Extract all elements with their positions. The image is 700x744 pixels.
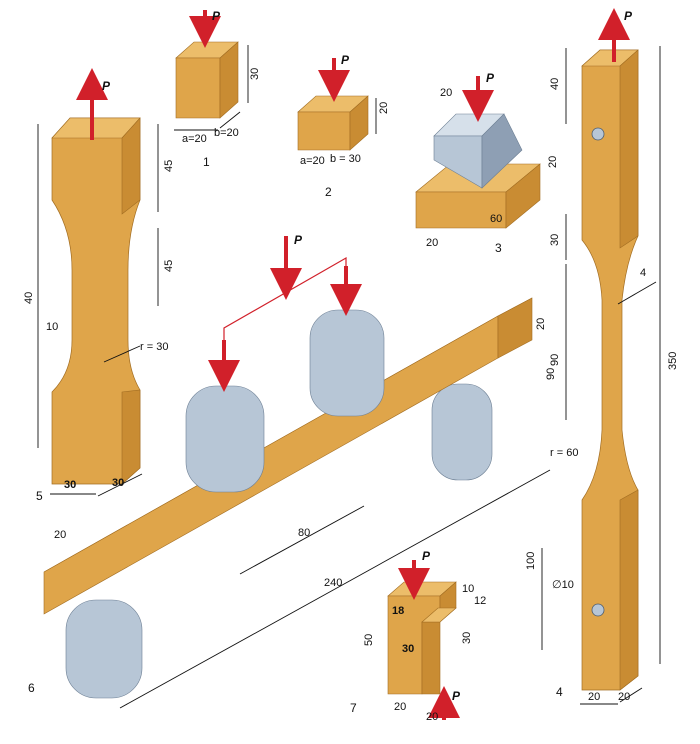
dim-neck: 10 xyxy=(46,321,58,333)
force-label: P xyxy=(341,53,350,67)
pin-hole xyxy=(591,603,605,617)
dim-a: a=20 xyxy=(182,133,207,145)
dim-base-b: 20 xyxy=(426,711,438,723)
dim-thickness: 4 xyxy=(640,267,646,279)
dim-b: b = 30 xyxy=(330,153,361,165)
left-support xyxy=(65,599,143,699)
force-label: P xyxy=(422,549,431,563)
dim-top-shoulder: 10 xyxy=(462,583,474,595)
specimen-5: P 40 45 45 10 r = 30 30 30 5 xyxy=(23,68,175,503)
dim-total: 350 xyxy=(667,352,679,370)
specimen-1: P 30 a=20 b=20 1 xyxy=(174,9,261,169)
specimen-number: 4 xyxy=(556,685,563,699)
specimen-number: 3 xyxy=(495,241,502,255)
specimen-number: 6 xyxy=(28,681,35,695)
dim-transition: 45 xyxy=(163,260,175,272)
force-label: P xyxy=(486,71,495,85)
force-label: P xyxy=(624,9,633,23)
force-label: P xyxy=(452,689,461,703)
dim-grip-lower: 100 xyxy=(525,552,537,570)
dim-length: 60 xyxy=(490,213,502,225)
dim-depth: 20 xyxy=(535,318,547,330)
specimen-7: P P 10 12 18 50 30 30 20 20 7 xyxy=(350,549,486,723)
dim-base-a: 20 xyxy=(588,691,600,703)
right-load-block xyxy=(309,309,385,417)
dim-a: a=20 xyxy=(300,155,325,167)
dim-height: 30 xyxy=(249,68,261,80)
left-load-block xyxy=(185,385,265,493)
dim-base-a: 20 xyxy=(394,701,406,713)
dim-hole: ∅10 xyxy=(552,579,574,591)
dim-top: 18 xyxy=(392,605,404,617)
dim-height: 50 xyxy=(363,634,375,646)
dim-grip: 40 xyxy=(549,78,561,90)
force-label: P xyxy=(102,79,111,93)
specimen-number: 1 xyxy=(203,155,210,169)
dim-middle: 30 xyxy=(402,643,414,655)
dim-span-half: 90 xyxy=(545,368,557,380)
dim-support-span: 240 xyxy=(324,577,342,589)
right-support xyxy=(431,383,493,481)
dim-head-length: 45 xyxy=(163,160,175,172)
dim-base-b: 30 xyxy=(112,477,124,489)
dim-width: 20 xyxy=(426,237,438,249)
dim-b: b=20 xyxy=(214,127,239,139)
force-label: P xyxy=(294,233,303,247)
dim-load-spacing: 80 xyxy=(298,527,310,539)
dim-base-b: 20 xyxy=(618,691,630,703)
specimen-number: 2 xyxy=(325,185,332,199)
dim-total-length: 40 xyxy=(23,292,35,304)
dim-width: 20 xyxy=(54,529,66,541)
dim-gauge: 90 xyxy=(549,354,561,366)
dim-transition: 30 xyxy=(549,234,561,246)
specimen-number: 7 xyxy=(350,701,357,715)
dim-block-height: 20 xyxy=(547,156,559,168)
dim-height: 20 xyxy=(378,102,390,114)
dim-base-a: 30 xyxy=(64,479,76,491)
dim-radius: r = 30 xyxy=(140,341,168,353)
pin-hole xyxy=(591,127,605,141)
specimen-3: P 20 20 60 20 3 xyxy=(415,71,559,255)
dim-block-width: 20 xyxy=(440,87,452,99)
dim-side: 30 xyxy=(461,632,473,644)
force-label: P xyxy=(212,9,221,23)
specimen-4: P 40 30 90 350 4 r = 60 100 ∅10 20 20 4 xyxy=(525,8,679,705)
specimen-6: P 20 90 20 80 240 6 xyxy=(28,233,557,709)
specimen-2: P 20 a=20 b = 30 2 xyxy=(297,53,390,199)
specimen-number: 5 xyxy=(36,489,43,503)
dim-radius: r = 60 xyxy=(550,447,578,459)
dim-shoulder: 12 xyxy=(474,595,486,607)
